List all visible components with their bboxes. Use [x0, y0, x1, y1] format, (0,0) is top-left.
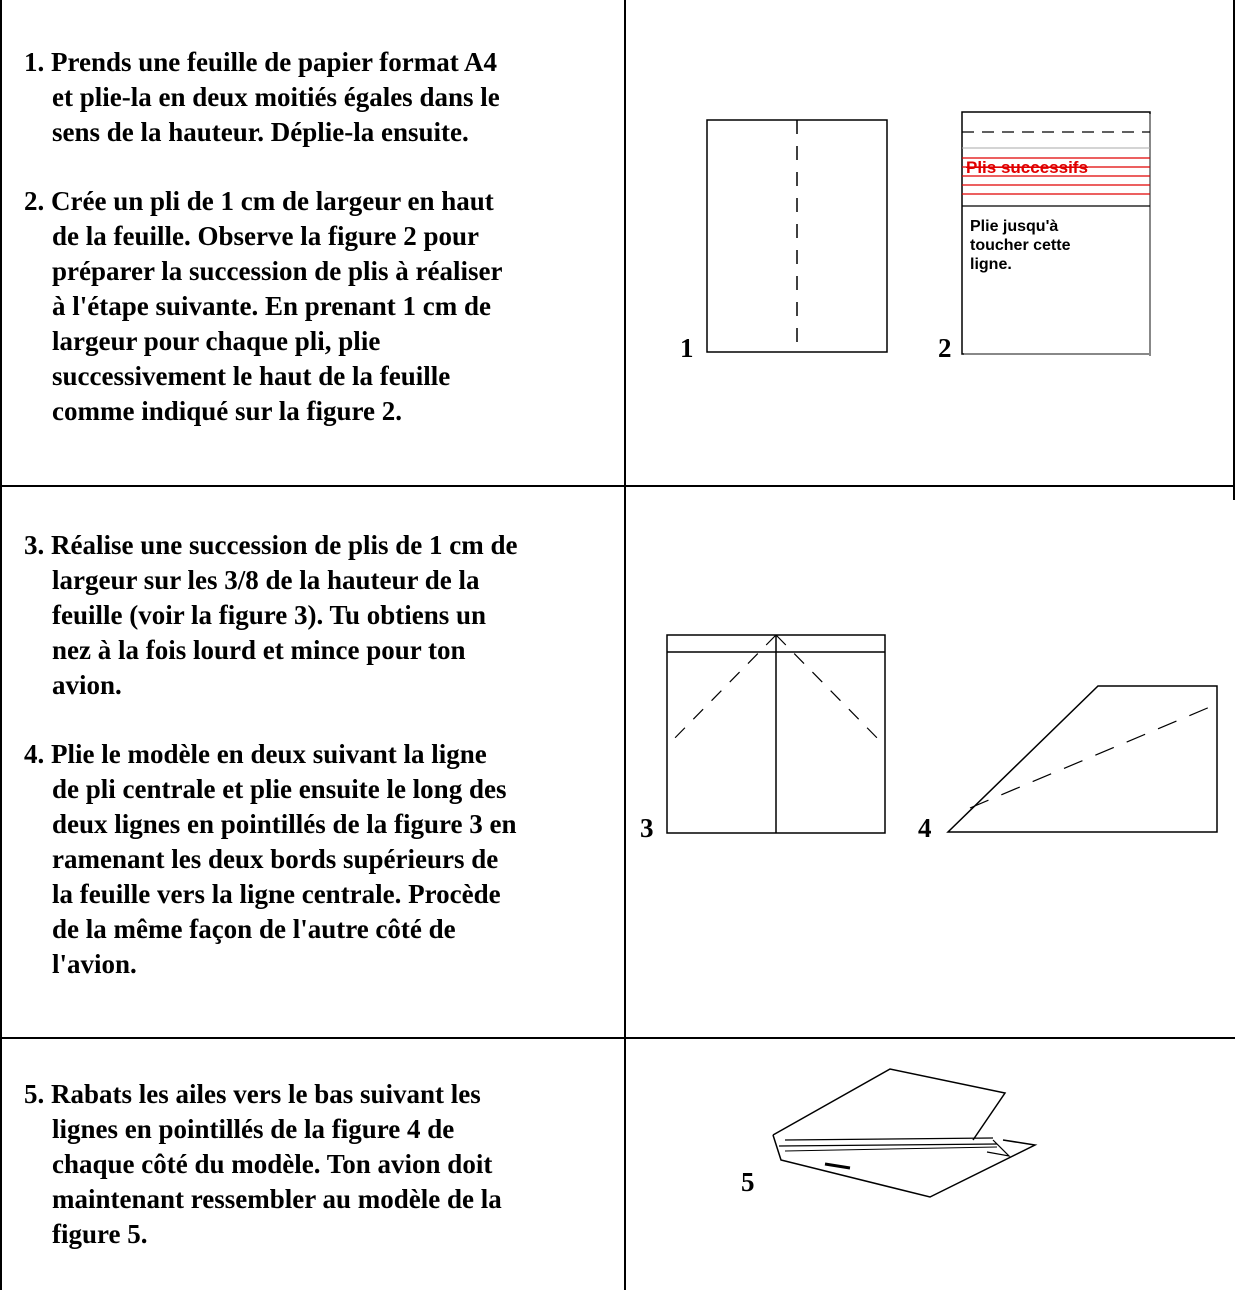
step-line: lignes en pointillés de la figure 4 de: [52, 1114, 455, 1144]
step-line: de la feuille. Observe la figure 2 pour: [52, 221, 479, 251]
figure-4-number: 4: [918, 813, 932, 843]
step-line: la feuille vers la ligne centrale. Procè…: [52, 879, 501, 909]
figure-1-number: 1: [680, 333, 694, 363]
step-text: Plie le modèle en deux suivant la ligne: [51, 739, 487, 769]
row3-text: 5. Rabats les ailes vers le bas suivant …: [24, 1077, 502, 1252]
step-line: et plie-la en deux moitiés égales dans l…: [52, 82, 500, 112]
step-line: 2. Crée un pli de 1 cm de largeur en hau…: [24, 184, 502, 219]
fig2-plis-label: Plis successifs: [966, 158, 1088, 177]
step-line: 5. Rabats les ailes vers le bas suivant …: [24, 1077, 502, 1112]
table-border-left: [0, 0, 2, 1290]
step-text: Crée un pli de 1 cm de largeur en haut: [51, 186, 494, 216]
fig2-note-line: toucher cette: [970, 237, 1071, 254]
row2-text: 3. Réalise une succession de plis de 1 c…: [24, 528, 518, 982]
step-text: Réalise une succession de plis de 1 cm d…: [51, 530, 518, 560]
step-2: 2. Crée un pli de 1 cm de largeur en hau…: [24, 184, 502, 429]
step-number: 2.: [24, 186, 45, 216]
step-line: figure 5.: [52, 1219, 148, 1249]
step-1: 1. Prends une feuille de papier format A…: [24, 45, 502, 150]
row-divider-2: [0, 1037, 1235, 1039]
fig2-note-line: ligne.: [970, 256, 1012, 273]
step-line: l'avion.: [52, 949, 137, 979]
figure-5-diagram: [772, 1068, 1038, 1198]
step-text: Rabats les ailes vers le bas suivant les: [51, 1079, 481, 1109]
step-line: deux lignes en pointillés de la figure 3…: [52, 809, 517, 839]
step-line: 4. Plie le modèle en deux suivant la lig…: [24, 737, 518, 772]
step-number: 1.: [24, 47, 45, 77]
figure-3-diagram: [666, 634, 886, 834]
step-line: chaque côté du modèle. Ton avion doit: [52, 1149, 493, 1179]
table-border-right: [1233, 0, 1235, 500]
figure-4-diagram: [946, 685, 1218, 833]
fig2-note-line: Plie jusqu'à: [970, 218, 1059, 235]
step-number: 3.: [24, 530, 45, 560]
step-line: ramenant les deux bords supérieurs de: [52, 844, 499, 874]
step-line: maintenant ressembler au modèle de la: [52, 1184, 502, 1214]
figure-2-diagram: [961, 111, 1151, 356]
step-5: 5. Rabats les ailes vers le bas suivant …: [24, 1077, 502, 1252]
step-line: 3. Réalise une succession de plis de 1 c…: [24, 528, 518, 563]
step-line: de la même façon de l'autre côté de: [52, 914, 456, 944]
step-line: nez à la fois lourd et mince pour ton: [52, 635, 466, 665]
step-3: 3. Réalise une succession de plis de 1 c…: [24, 528, 518, 703]
step-line: largeur pour chaque pli, plie: [52, 326, 381, 356]
step-line: avion.: [52, 670, 122, 700]
step-line: sens de la hauteur. Déplie-la ensuite.: [52, 117, 469, 147]
step-line: à l'étape suivante. En prenant 1 cm de: [52, 291, 492, 321]
step-text: Prends une feuille de papier format A4: [51, 47, 497, 77]
step-line: de pli centrale et plie ensuite le long …: [52, 774, 507, 804]
figure-2-number: 2: [938, 333, 952, 363]
step-line: préparer la succession de plis à réalise…: [52, 256, 503, 286]
step-line: successivement le haut de la feuille: [52, 361, 451, 391]
figure-1-diagram: [706, 119, 888, 353]
step-line: largeur sur les 3/8 de la hauteur de la: [52, 565, 480, 595]
step-line: 1. Prends une feuille de papier format A…: [24, 45, 502, 80]
figure-5-number: 5: [741, 1167, 755, 1197]
table-border-middle: [624, 0, 626, 1290]
figure-3-number: 3: [640, 813, 654, 843]
fig2-note: Plie jusqu'à toucher cette ligne.: [970, 217, 1070, 274]
row1-text: 1. Prends une feuille de papier format A…: [24, 45, 502, 429]
step-4: 4. Plie le modèle en deux suivant la lig…: [24, 737, 518, 982]
step-number: 4.: [24, 739, 45, 769]
step-line: comme indiqué sur la figure 2.: [52, 396, 403, 426]
step-line: feuille (voir la figure 3). Tu obtiens u…: [52, 600, 487, 630]
step-number: 5.: [24, 1079, 45, 1109]
row-divider-1: [0, 485, 1235, 487]
